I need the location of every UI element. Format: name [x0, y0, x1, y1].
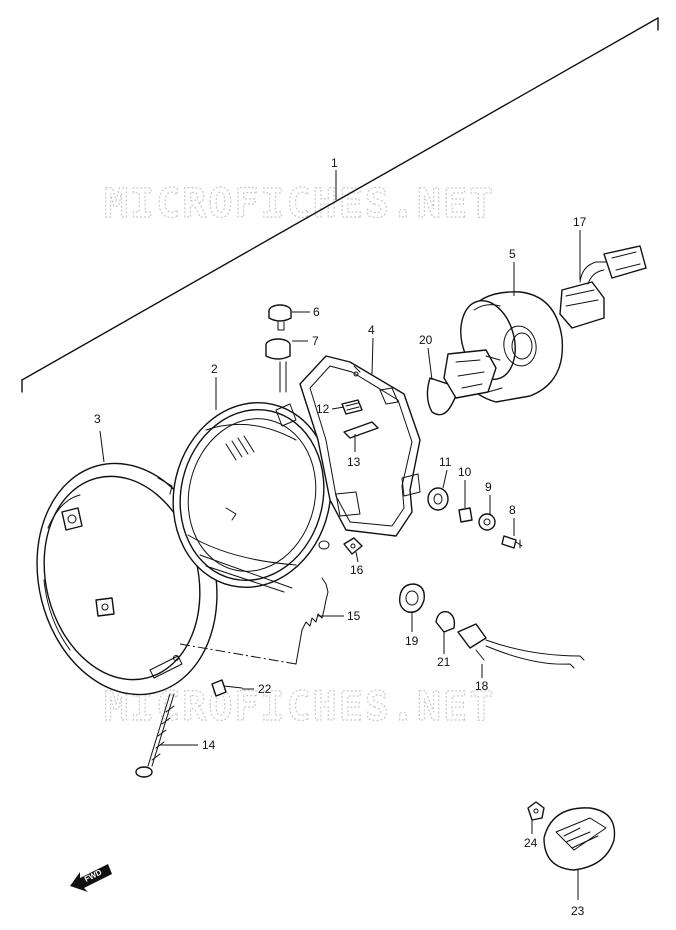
callout-12: 12 [316, 402, 330, 416]
cover-cap-23 [543, 807, 616, 871]
headlight-case [299, 355, 421, 537]
callout-20: 20 [419, 333, 433, 347]
callout-1: 1 [331, 156, 338, 170]
callout-7: 7 [312, 334, 319, 348]
pilot-bulb [435, 611, 456, 633]
forward-arrow-icon: FWD [70, 864, 112, 892]
callout-8: 8 [509, 503, 516, 517]
callout-5: 5 [509, 247, 516, 261]
watermark-bottom: MICROFICHES.NET [104, 684, 495, 730]
headlight-bulb [426, 349, 503, 416]
callout-9: 9 [485, 480, 492, 494]
spacer-10 [458, 507, 473, 523]
washer-9 [478, 513, 496, 531]
callout-11: 11 [439, 455, 452, 469]
callout-6: 6 [313, 305, 320, 319]
callout-10: 10 [458, 465, 472, 479]
bracket-plate [343, 421, 379, 439]
callout-4: 4 [368, 323, 375, 337]
callout-13: 13 [347, 455, 361, 469]
callout-16: 16 [350, 563, 364, 577]
callout-18: 18 [475, 679, 489, 693]
pilot-grommet [398, 583, 425, 613]
callouts: 1 2 3 4 5 6 7 8 9 10 11 12 13 14 15 16 1 [94, 156, 587, 918]
cushion-11 [427, 487, 449, 511]
screw-8 [501, 535, 523, 549]
callout-14: 14 [202, 738, 216, 752]
callout-3: 3 [94, 412, 101, 426]
connector [559, 245, 647, 329]
callout-23: 23 [571, 904, 585, 918]
callout-15: 15 [347, 609, 361, 623]
pilot-socket [457, 623, 585, 669]
callout-17: 17 [573, 215, 587, 229]
callout-22: 22 [258, 682, 272, 696]
nut-16 [343, 537, 363, 555]
headlight-rim [36, 462, 218, 696]
callout-2: 2 [211, 362, 218, 376]
grommet-collar [265, 338, 291, 393]
callout-21: 21 [437, 655, 451, 669]
headlight-lens-unit [172, 402, 332, 593]
assembly-bracket [21, 17, 659, 393]
callout-19: 19 [405, 634, 419, 648]
callout-24: 24 [524, 836, 538, 850]
screw-22 [211, 679, 243, 697]
grommet-top [268, 304, 292, 331]
nut-24 [527, 801, 545, 821]
watermark-top: MICROFICHES.NET [104, 181, 495, 227]
